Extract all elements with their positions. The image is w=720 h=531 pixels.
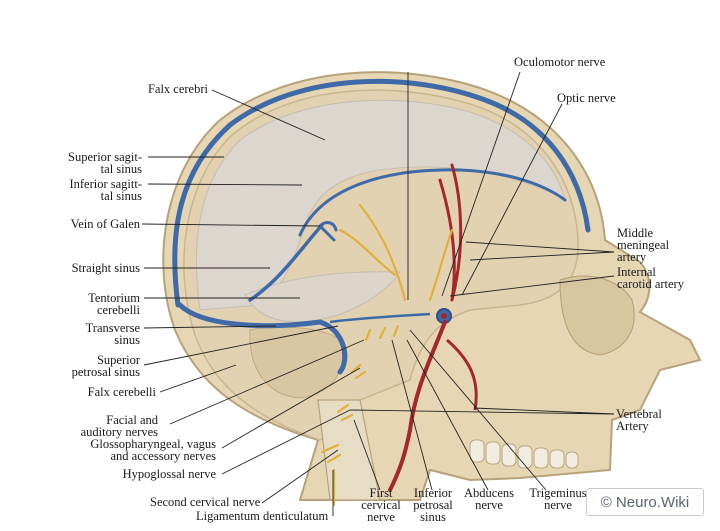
- superior-sagittal-sinus-vessel: [172, 78, 591, 308]
- transverse-sinus-vessel: [177, 302, 348, 375]
- cranial-nerves: [320, 203, 454, 507]
- label-facial-auditory-nerves: Facial and auditory nerves: [80, 413, 158, 439]
- label-falx-cerebelli: Falx cerebelli: [87, 385, 156, 399]
- label-vein-of-galen: Vein of Galen: [70, 217, 140, 231]
- label-ligamentum-denticulatum: Ligamentum denticulatum: [196, 509, 329, 523]
- label-superior-sagittal-sinus: Superior sagit- tal sinus: [68, 150, 142, 176]
- superior-petrosal-sinus-vessel: [329, 312, 431, 324]
- label-optic-nerve: Optic nerve: [557, 91, 616, 105]
- facial-bones: [559, 275, 635, 356]
- straight-sinus-vessel: [248, 223, 324, 302]
- label-vertebral-artery: Vertebral Artery: [616, 407, 662, 433]
- label-middle-meningeal-artery: Middle meningeal artery: [617, 226, 670, 264]
- label-oculomotor-nerve: Oculomotor nerve: [514, 55, 606, 69]
- label-falx-cerebri: Falx cerebri: [147, 82, 208, 96]
- label-straight-sinus: Straight sinus: [71, 261, 140, 275]
- posterior-fossa: [249, 326, 344, 399]
- label-inferior-petrosal-sinus: Inferior petrosal sinus: [413, 486, 453, 524]
- inferior-sagittal-sinus-vessel: [298, 168, 567, 237]
- label-transverse-sinus: Transverse sinus: [85, 321, 140, 347]
- label-internal-carotid-artery: Internal carotid artery: [617, 265, 684, 291]
- middle-meningeal-artery-vessel: [438, 163, 463, 302]
- label-glossopharyngeal-vagus-accessory: Glossopharyngeal, vagus and accessory ne…: [90, 437, 216, 463]
- label-first-cervical-nerve: First cervical nerve: [361, 486, 401, 524]
- label-superior-petrosal-sinus: Superior petrosal sinus: [71, 353, 140, 379]
- label-tentorium-cerebelli: Tentorium cerebelli: [88, 291, 140, 317]
- tentorium-sheet: [244, 271, 401, 323]
- leader-lines: [141, 71, 615, 516]
- credit-watermark: © Neuro.Wiki: [586, 488, 704, 516]
- vertebral-artery-vessel: [388, 320, 447, 492]
- label-trigeminus-nerve: Trigeminus nerve: [529, 486, 587, 512]
- label-abducens-nerve: Abducens nerve: [464, 486, 514, 512]
- label-inferior-sagittal-sinus: Inferior sagitt- tal sinus: [69, 177, 142, 203]
- label-second-cervical-nerve: Second cervical nerve: [150, 495, 261, 509]
- label-hypoglossal-nerve: Hypoglossal nerve: [122, 467, 216, 481]
- vein-of-galen-vessel: [318, 221, 338, 242]
